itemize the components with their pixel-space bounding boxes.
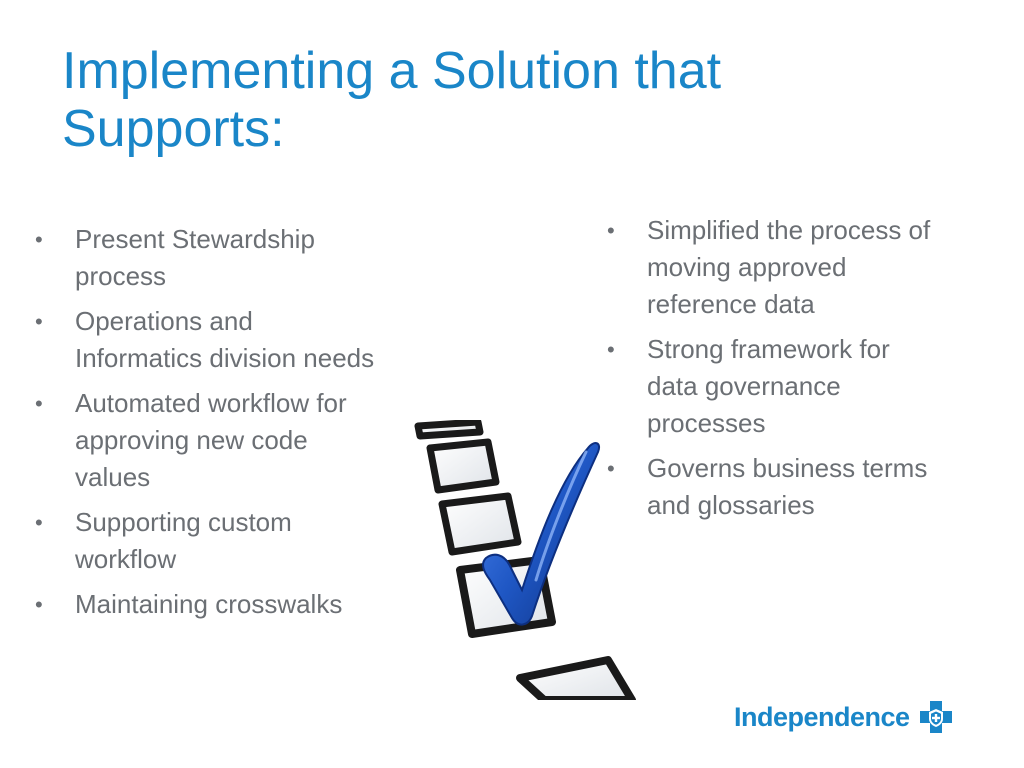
bullet-marker: • [35,391,43,416]
bullet-marker: • [607,456,615,481]
list-item: • Supporting custom workflow [35,504,445,578]
list-item-text-line: processes [647,408,766,438]
list-item-text-line: Supporting custom [75,507,292,537]
list-item-text-line: Operations and [75,306,253,336]
list-item: • Operations and Informatics division ne… [35,303,445,377]
list-item-text-line: process [75,261,167,291]
list-item-text-line: Automated workflow for [75,388,347,418]
slide-title-line-1: Implementing a Solution that [62,42,722,100]
right-bullet-list: • Simplified the process of moving appro… [607,212,1002,532]
list-item-text-line: and glossaries [647,490,815,520]
list-item: • Automated workflow for approving new c… [35,385,445,496]
list-item-text-line: reference data [647,289,815,319]
checkbox-empty [414,420,484,440]
list-item: • Simplified the process of moving appro… [607,212,1002,323]
bullet-marker: • [607,337,615,362]
blue-cross-blue-shield-icon [919,701,952,733]
list-item: • Present Stewardship process [35,221,445,295]
list-item: • Governs business terms and glossaries [607,450,1002,524]
list-item-text-line: moving approved [647,252,847,282]
list-item-text-line: approving new code [75,425,308,455]
bullet-marker: • [35,309,43,334]
bullet-marker: • [35,227,43,252]
list-item-text-line: Governs business terms [647,453,928,483]
logo-text: Independence [734,701,910,732]
slide-title-line-2: Supports: [62,100,285,158]
checkbox-empty [438,492,522,556]
bullet-marker: • [607,218,615,243]
list-item-text-line: Simplified the process of [647,215,931,245]
list-item-text-line: Informatics division needs [75,343,375,373]
list-item-text-line: values [75,462,151,492]
checkbox-empty [426,438,500,494]
list-item-text-line: Present Stewardship [75,224,315,254]
slide-title: Implementing a Solution that Supports: [62,42,962,158]
independence-logo: Independence [734,697,954,737]
checklist-with-checkmark-icon [414,420,636,700]
list-item-text-line: workflow [75,544,177,574]
list-item-text-line: Strong framework for [647,334,890,364]
left-bullet-list: • Present Stewardship process • Operatio… [35,221,445,631]
list-item-text-line: Maintaining crosswalks [75,589,343,619]
checkmark-icon [482,442,600,626]
list-item: • Strong framework for data governance p… [607,331,1002,442]
list-item: • Maintaining crosswalks [35,586,445,623]
checkbox-empty [516,656,636,700]
bullet-marker: • [35,510,43,535]
list-item-text-line: data governance [647,371,841,401]
bullet-marker: • [35,592,43,617]
